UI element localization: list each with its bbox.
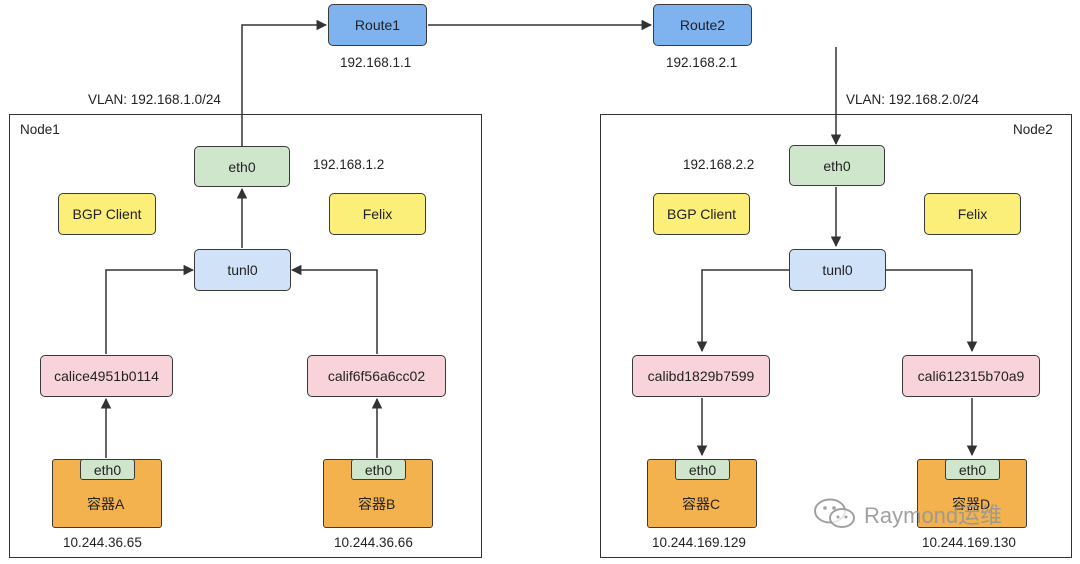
wechat-icon xyxy=(814,498,855,528)
node1-cali-a: calice4951b0114 xyxy=(40,355,173,397)
link-tunl0-caliD xyxy=(884,269,978,353)
watermark-text: Raymond运维 xyxy=(864,503,1003,528)
node1-title: Node1 xyxy=(20,122,60,137)
container-c-ip: 10.244.169.129 xyxy=(652,535,746,550)
node2-felix: Felix xyxy=(924,193,1021,235)
route2-ip: 192.168.2.1 xyxy=(666,55,738,70)
node2-eth0: eth0 xyxy=(789,145,885,186)
node1-tunl0: tunl0 xyxy=(194,249,291,291)
route1-box: Route1 xyxy=(328,4,427,46)
container-b-eth0: eth0 xyxy=(351,459,406,480)
container-c-name: 容器C xyxy=(682,496,721,512)
node1-eth0: eth0 xyxy=(194,146,290,187)
route2-box: Route2 xyxy=(653,4,752,46)
node2-cali-d: cali612315b70a9 xyxy=(902,355,1040,397)
link-eth0-route1 xyxy=(241,19,328,146)
container-a-ip: 10.244.36.65 xyxy=(63,535,142,550)
container-b-ip: 10.244.36.66 xyxy=(334,535,413,550)
vlan1-label: VLAN: 192.168.1.0/24 xyxy=(88,92,221,107)
node1-frame xyxy=(9,114,482,558)
node2-eth0-ip: 192.168.2.2 xyxy=(683,157,755,172)
watermark: Raymond运维 xyxy=(812,497,1002,531)
node1-bgp-client: BGP Client xyxy=(58,193,156,235)
link-tunl0-caliC xyxy=(696,269,789,353)
node2-bgp-client: BGP Client xyxy=(653,193,750,235)
container-c-eth0: eth0 xyxy=(675,459,730,480)
container-a-eth0: eth0 xyxy=(80,459,135,480)
node2-tunl0: tunl0 xyxy=(789,249,886,291)
container-d-name: 容器D xyxy=(952,496,991,512)
container-d-eth0: eth0 xyxy=(945,459,1000,480)
node2-title: Node2 xyxy=(1013,122,1053,137)
container-d-ip: 10.244.169.130 xyxy=(922,535,1016,550)
node2-frame xyxy=(600,114,1072,558)
container-b-name: 容器B xyxy=(358,496,396,512)
node1-felix: Felix xyxy=(329,193,426,235)
node1-eth0-ip: 192.168.1.2 xyxy=(313,157,385,172)
route1-ip: 192.168.1.1 xyxy=(340,55,412,70)
vlan2-label: VLAN: 192.168.2.0/24 xyxy=(846,92,979,107)
link-caliB-tunl0 xyxy=(290,264,378,354)
container-a-name: 容器A xyxy=(87,496,125,512)
node1-cali-b: calif6f56a6cc02 xyxy=(307,355,446,397)
node2-cali-c: calibd1829b7599 xyxy=(632,355,770,397)
link-caliA-tunl0 xyxy=(105,264,195,354)
